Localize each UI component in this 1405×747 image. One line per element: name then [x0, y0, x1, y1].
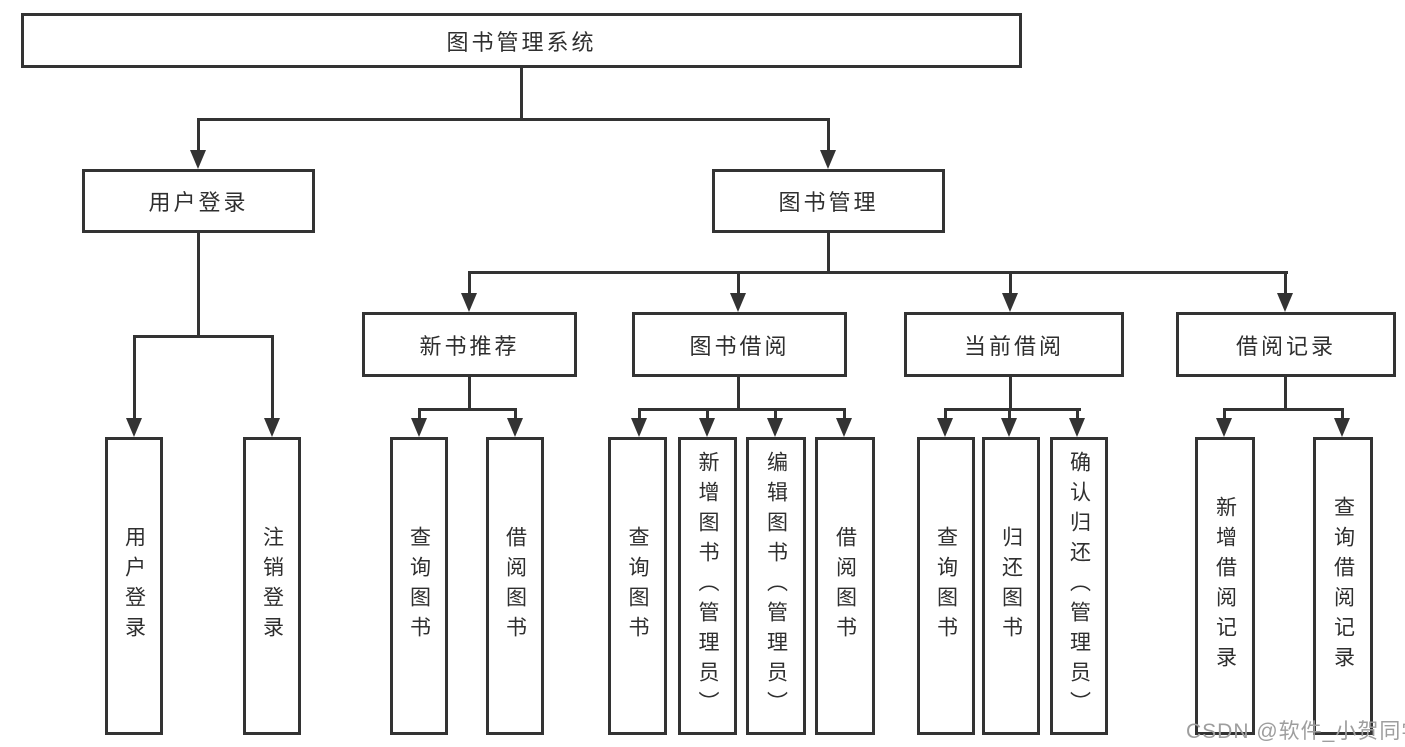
- arrowhead-down-icon: [699, 418, 715, 437]
- connector-drop: [133, 335, 136, 421]
- connector-branch: [418, 408, 517, 411]
- node-new-book-recommend: 新书推荐: [362, 312, 577, 377]
- leaf-user-login: 用户登录: [105, 437, 163, 735]
- connector-drop: [514, 408, 517, 421]
- arrowhead-down-icon: [264, 418, 280, 437]
- arrowhead-down-icon: [1277, 293, 1293, 312]
- connector-drop: [468, 271, 471, 296]
- node-book-borrowing: 图书借阅: [632, 312, 847, 377]
- arrowhead-down-icon: [1002, 293, 1018, 312]
- connector-branch: [944, 408, 1081, 411]
- connector-drop: [706, 408, 709, 421]
- connector-drop: [418, 408, 421, 421]
- connector-drop: [1009, 271, 1012, 296]
- arrowhead-down-icon: [411, 418, 427, 437]
- watermark: CSDN @软件_小贺同学: [1186, 720, 1405, 743]
- leaf-add-book-admin: 新增图书（管理员）: [678, 437, 737, 735]
- connector-branch: [1223, 408, 1344, 411]
- node-user-login: 用户登录: [82, 169, 315, 233]
- node-borrowing-records: 借阅记录: [1176, 312, 1396, 377]
- arrowhead-down-icon: [937, 418, 953, 437]
- leaf-add-borrow-record: 新增借阅记录: [1195, 437, 1255, 735]
- leaf-query-books-current: 查询图书: [917, 437, 975, 735]
- leaf-borrow-books: 借阅图书: [815, 437, 875, 735]
- connector-drop: [827, 118, 830, 152]
- arrowhead-down-icon: [1001, 418, 1017, 437]
- connector-drop: [1223, 408, 1226, 421]
- leaf-confirm-return-admin: 确认归还（管理员）: [1050, 437, 1108, 735]
- connector-root-trunk: [520, 68, 523, 118]
- connector-drop: [1076, 408, 1079, 421]
- connector-branch: [638, 408, 846, 411]
- arrowhead-down-icon: [461, 293, 477, 312]
- leaf-edit-book-admin: 编辑图书（管理员）: [746, 437, 806, 735]
- connector-drop: [638, 408, 641, 421]
- leaf-return-book: 归还图书: [982, 437, 1040, 735]
- arrowhead-down-icon: [1334, 418, 1350, 437]
- leaf-query-books-borrowing: 查询图书: [608, 437, 667, 735]
- connector-user-trunk: [197, 233, 200, 335]
- leaf-query-borrow-record: 查询借阅记录: [1313, 437, 1373, 735]
- arrowhead-down-icon: [126, 418, 142, 437]
- arrowhead-down-icon: [730, 293, 746, 312]
- arrowhead-down-icon: [1216, 418, 1232, 437]
- connector-trunk: [1284, 377, 1287, 408]
- arrowhead-down-icon: [190, 150, 206, 169]
- arrowhead-down-icon: [631, 418, 647, 437]
- node-library-system: 图书管理系统: [21, 13, 1022, 68]
- connector-drop: [774, 408, 777, 421]
- connector-mgmt-trunk: [827, 233, 830, 271]
- node-book-management: 图书管理: [712, 169, 945, 233]
- arrowhead-down-icon: [1069, 418, 1085, 437]
- leaf-borrow-books-recommend: 借阅图书: [486, 437, 544, 735]
- connector-drop: [1008, 408, 1011, 421]
- connector-level1-branch: [197, 118, 830, 121]
- connector-drop: [1341, 408, 1344, 421]
- connector-drop: [1284, 271, 1287, 296]
- connector-user-branch: [133, 335, 274, 338]
- arrowhead-down-icon: [507, 418, 523, 437]
- connector-drop: [944, 408, 947, 421]
- connector-trunk: [737, 377, 740, 408]
- connector-trunk: [468, 377, 471, 408]
- connector-drop: [737, 271, 740, 296]
- node-current-borrowing: 当前借阅: [904, 312, 1124, 377]
- connector-drop: [843, 408, 846, 421]
- connector-trunk: [1009, 377, 1012, 408]
- leaf-logout: 注销登录: [243, 437, 301, 735]
- arrowhead-down-icon: [767, 418, 783, 437]
- arrowhead-down-icon: [836, 418, 852, 437]
- connector-drop: [271, 335, 274, 421]
- arrowhead-down-icon: [820, 150, 836, 169]
- leaf-query-books-recommend: 查询图书: [390, 437, 448, 735]
- connector-level2-branch: [468, 271, 1288, 274]
- connector-drop: [197, 118, 200, 152]
